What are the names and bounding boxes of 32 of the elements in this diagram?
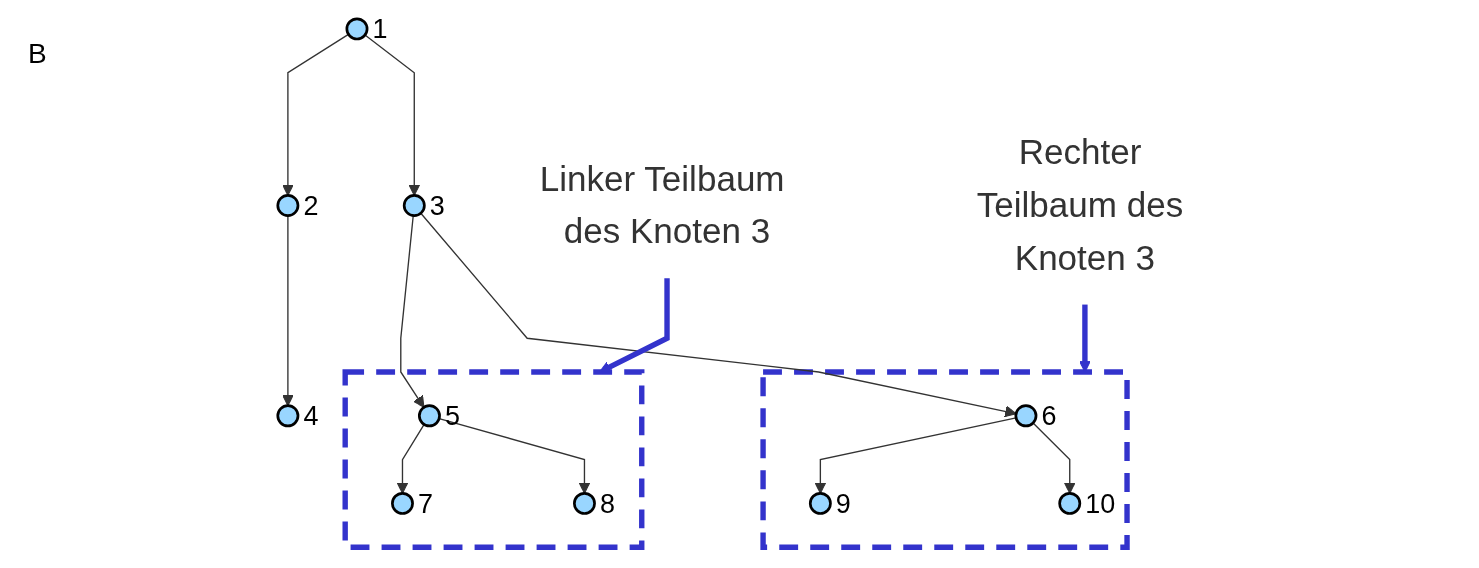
arrow bbox=[281, 33, 349, 196]
arrow bbox=[1078, 304, 1091, 373]
node-number: 2 bbox=[303, 190, 319, 221]
node-number: 6 bbox=[1041, 401, 1057, 432]
diagram-label: B bbox=[28, 38, 47, 70]
arrow bbox=[420, 212, 1017, 418]
node-circle bbox=[808, 491, 832, 515]
node-number: 10 bbox=[1085, 488, 1116, 519]
node-number: 3 bbox=[429, 190, 445, 221]
node-text: Linker Teilbaum des Knoten 3 bbox=[539, 158, 785, 252]
node-circle bbox=[390, 491, 414, 515]
node-text: Rechter Teilbaum des Knoten 3 bbox=[976, 132, 1184, 278]
arrow bbox=[1032, 422, 1076, 494]
node-circle bbox=[276, 404, 300, 428]
cluster bbox=[760, 369, 1130, 550]
node-circle bbox=[572, 491, 596, 515]
node-number: 1 bbox=[372, 14, 388, 45]
node-number: 4 bbox=[303, 401, 319, 432]
node-number: 9 bbox=[835, 488, 851, 519]
node-number: 8 bbox=[599, 488, 615, 519]
arrow bbox=[598, 278, 670, 373]
node-circle bbox=[417, 404, 441, 428]
cluster bbox=[342, 369, 645, 550]
node-circle bbox=[345, 17, 369, 41]
node-circle bbox=[276, 194, 300, 217]
node-circle bbox=[1058, 491, 1082, 515]
arrow bbox=[364, 34, 421, 196]
arrow bbox=[396, 423, 425, 494]
node-circle bbox=[1014, 404, 1038, 428]
arrow bbox=[814, 417, 1017, 494]
node-number: 7 bbox=[417, 488, 433, 519]
node-circle bbox=[402, 194, 426, 217]
